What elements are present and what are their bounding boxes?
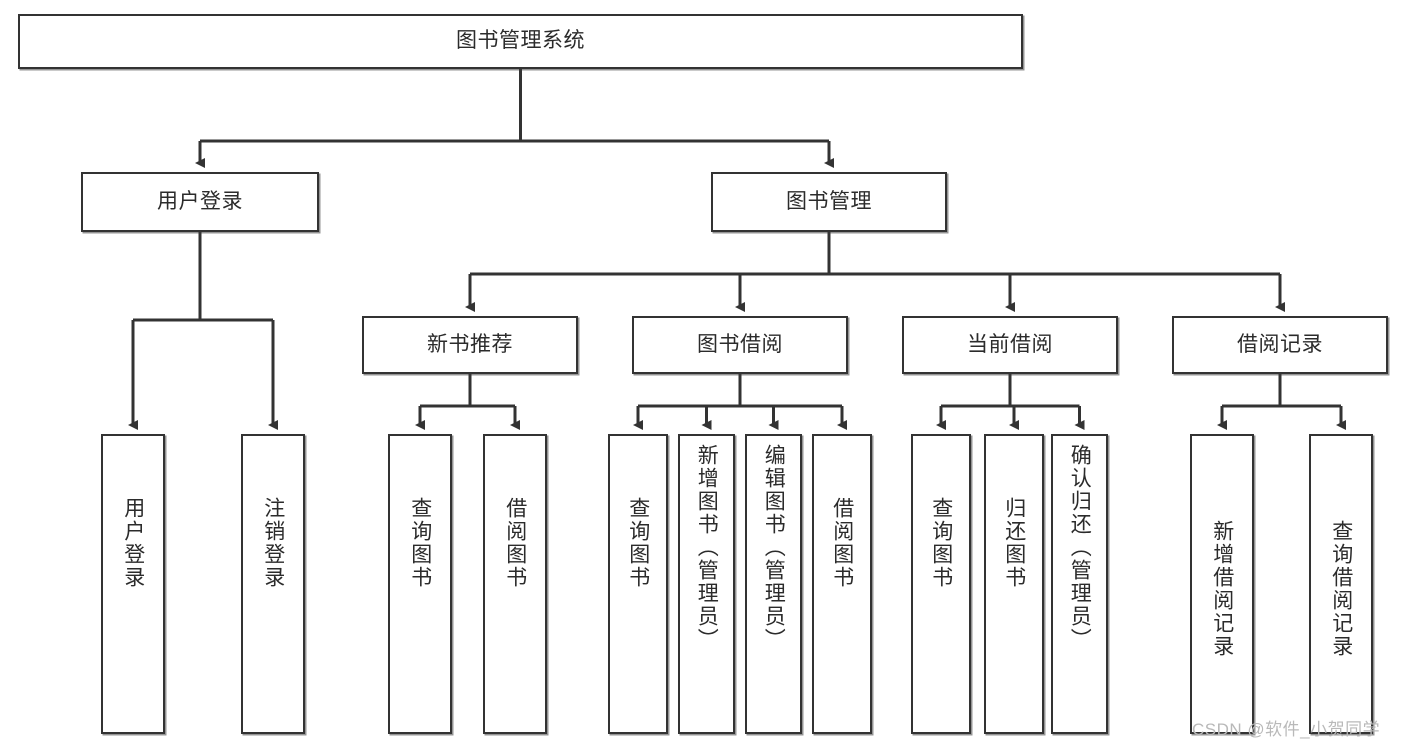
node-leaf-user-login[interactable]: 用户登录 <box>101 434 165 734</box>
node-leaf-query-book-2-label: 查询图书 <box>626 497 650 589</box>
node-leaf-return-book[interactable]: 归还图书 <box>984 434 1044 734</box>
node-leaf-borrow-book-2[interactable]: 借阅图书 <box>812 434 872 734</box>
node-leaf-borrow-book-1[interactable]: 借阅图书 <box>483 434 547 734</box>
node-leaf-logout-label: 注销登录 <box>261 497 285 589</box>
node-leaf-query-book-1[interactable]: 查询图书 <box>388 434 452 734</box>
node-leaf-query-book-3[interactable]: 查询图书 <box>911 434 971 734</box>
node-root[interactable]: 图书管理系统 <box>18 14 1023 69</box>
node-book-manage-label: 图书管理 <box>786 189 872 213</box>
node-leaf-user-login-label: 用户登录 <box>121 497 145 589</box>
node-leaf-add-book[interactable]: 新增图书（管理员） <box>678 434 735 734</box>
node-leaf-add-book-label: 新增图书（管理员） <box>695 444 719 651</box>
node-user-login[interactable]: 用户登录 <box>81 172 319 232</box>
node-leaf-logout[interactable]: 注销登录 <box>241 434 305 734</box>
node-leaf-confirm-return-label: 确认归还（管理员） <box>1068 444 1092 651</box>
csdn-watermark: CSDN @软件_小贺同学 <box>1192 720 1381 739</box>
node-leaf-query-book-1-label: 查询图书 <box>408 497 432 589</box>
node-new-book-rec[interactable]: 新书推荐 <box>362 316 578 374</box>
node-leaf-borrow-book-2-label: 借阅图书 <box>830 497 854 589</box>
node-leaf-confirm-return[interactable]: 确认归还（管理员） <box>1051 434 1108 734</box>
node-new-book-rec-label: 新书推荐 <box>427 332 513 356</box>
node-book-borrow-label: 图书借阅 <box>697 332 783 356</box>
node-current-borrow[interactable]: 当前借阅 <box>902 316 1118 374</box>
node-leaf-query-book-3-label: 查询图书 <box>929 497 953 589</box>
node-user-login-label: 用户登录 <box>157 189 243 213</box>
node-leaf-add-record-label: 新增借阅记录 <box>1210 520 1234 658</box>
node-leaf-borrow-book-1-label: 借阅图书 <box>503 497 527 589</box>
node-leaf-add-record[interactable]: 新增借阅记录 <box>1190 434 1254 734</box>
node-borrow-record[interactable]: 借阅记录 <box>1172 316 1388 374</box>
node-book-manage[interactable]: 图书管理 <box>711 172 947 232</box>
node-leaf-edit-book-label: 编辑图书（管理员） <box>762 444 786 651</box>
node-leaf-query-record[interactable]: 查询借阅记录 <box>1309 434 1373 734</box>
node-root-label: 图书管理系统 <box>456 29 585 53</box>
node-leaf-query-book-2[interactable]: 查询图书 <box>608 434 668 734</box>
node-borrow-record-label: 借阅记录 <box>1237 332 1323 356</box>
node-current-borrow-label: 当前借阅 <box>967 332 1053 356</box>
node-leaf-query-record-label: 查询借阅记录 <box>1329 520 1353 658</box>
node-leaf-return-book-label: 归还图书 <box>1002 497 1026 589</box>
node-leaf-edit-book[interactable]: 编辑图书（管理员） <box>745 434 802 734</box>
node-book-borrow[interactable]: 图书借阅 <box>632 316 848 374</box>
